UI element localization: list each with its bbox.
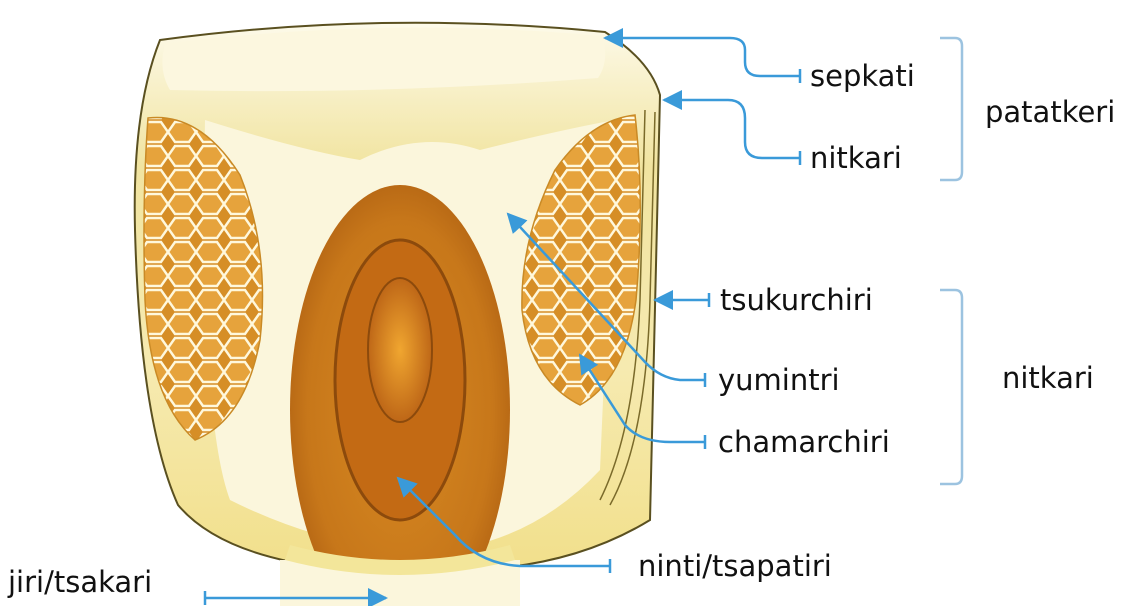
group-label-nitkari: nitkari bbox=[1002, 364, 1094, 393]
label-chamarchiri: chamarchiri bbox=[718, 428, 890, 457]
label-nitkari-top: nitkari bbox=[810, 144, 902, 173]
label-tsukurchiri: tsukurchiri bbox=[720, 286, 873, 315]
label-jiri-tsakari: jiri/tsakari bbox=[8, 568, 152, 597]
top-coat-layer bbox=[162, 28, 605, 91]
bracket-patatkeri bbox=[940, 38, 962, 180]
label-sepkati: sepkati bbox=[810, 62, 915, 91]
bracket-nitkari bbox=[940, 290, 962, 484]
label-ninti-tsapatiri: ninti/tsapatiri bbox=[638, 552, 832, 581]
leader-nitkari-top bbox=[664, 100, 800, 158]
group-label-patatkeri: patatkeri bbox=[985, 98, 1115, 127]
embryo-core bbox=[368, 278, 432, 422]
label-yumintri: yumintri bbox=[718, 366, 840, 395]
